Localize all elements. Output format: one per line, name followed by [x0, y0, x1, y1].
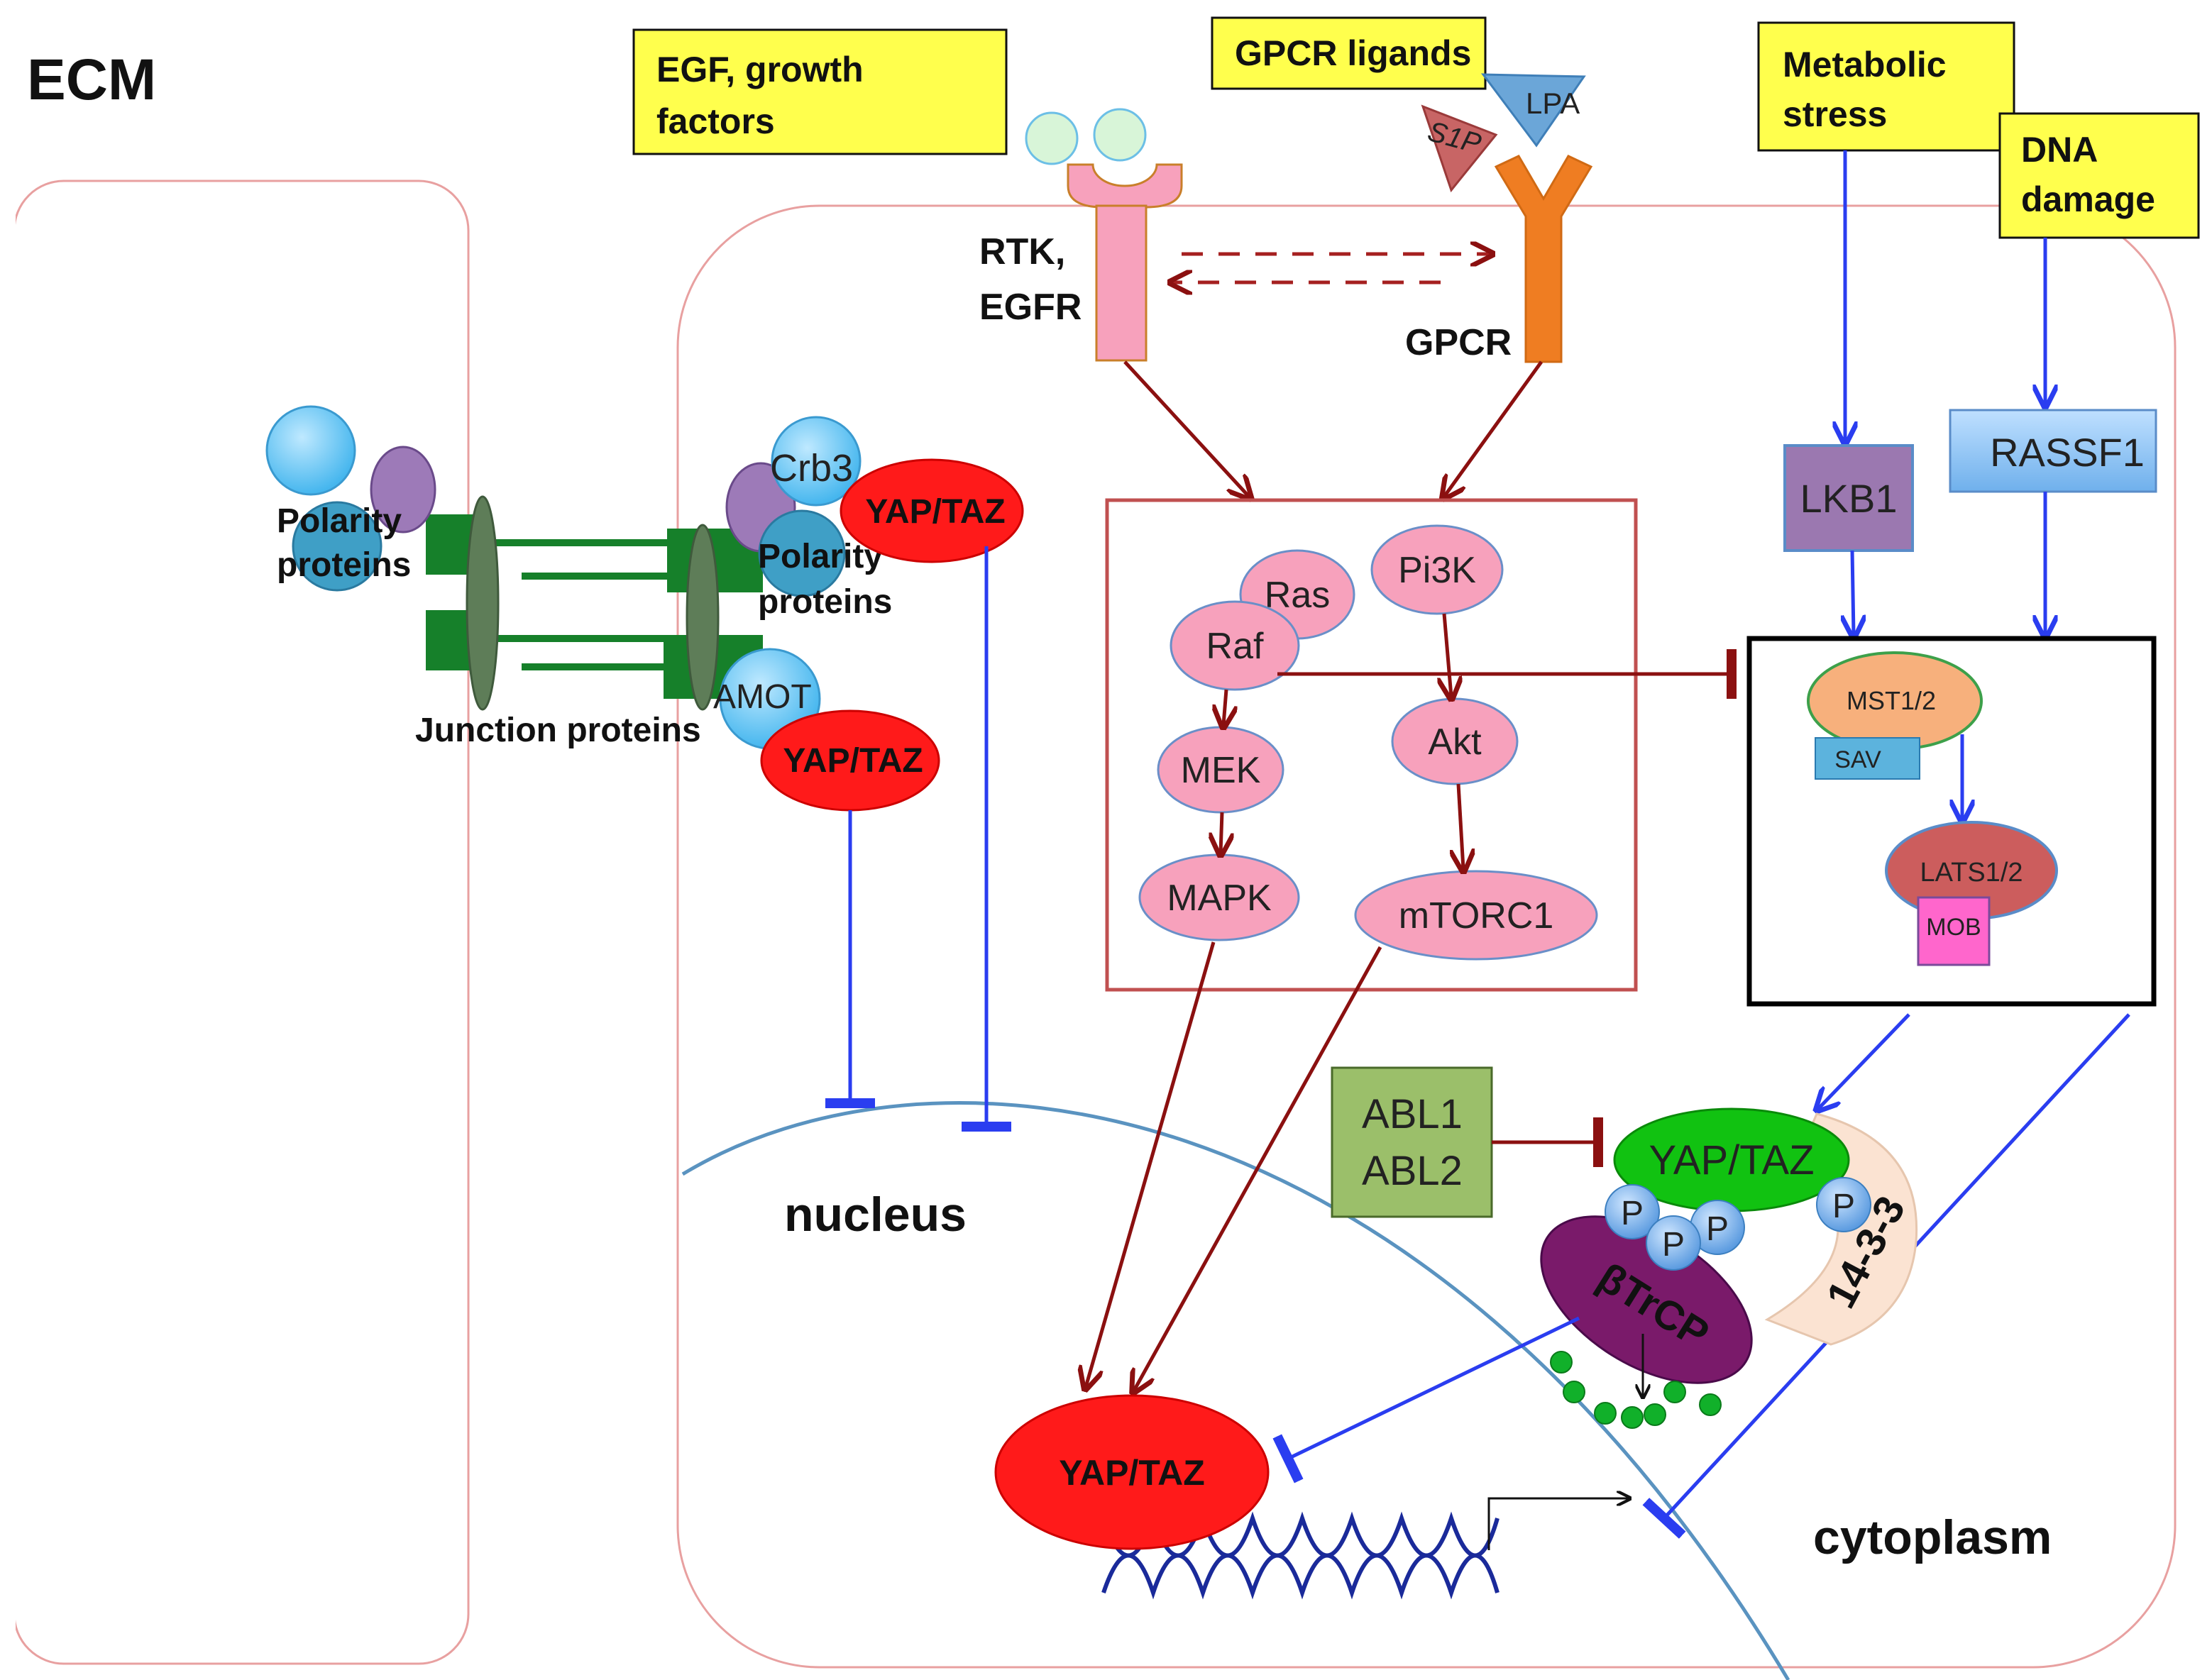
signaling-box [1105, 498, 1638, 992]
sav-label: SAV [1834, 746, 1881, 773]
ras-label: Ras [1265, 575, 1330, 616]
raf-to-mek-arrow [1223, 689, 1226, 725]
dna-damage-box: DNA damage [1998, 112, 2200, 239]
polarity-proteins-left [265, 405, 436, 592]
junction-complex [426, 495, 763, 711]
phosphate-label: P [1832, 1188, 1855, 1225]
phosphate [1646, 1215, 1701, 1271]
akt-label: Akt [1428, 722, 1482, 763]
polarity-right-line2: proteins [758, 583, 892, 621]
s1p-label: S1P [1424, 116, 1485, 160]
crb3-label: Crb3 [770, 447, 853, 490]
egf-label-line1: EGF, growth [656, 50, 864, 89]
degradation-fragments [1550, 1351, 1722, 1429]
cytoplasmic-yaptaz-label: YAP/TAZ [1649, 1137, 1814, 1183]
junctional-yaptaz-lower-label: YAP/TAZ [783, 742, 923, 780]
growth-factor-ligand [1025, 111, 1079, 165]
mek-label: MEK [1181, 750, 1261, 791]
abl1-label: ABL1 [1362, 1091, 1463, 1137]
cytoplasm-label: cytoplasm [1813, 1510, 2052, 1564]
mtorc1-node [1354, 870, 1598, 961]
pi3k-to-akt-arrow [1444, 613, 1451, 697]
lpa-label: LPA [1526, 87, 1580, 120]
phosphate [1816, 1177, 1871, 1232]
nucleus-label: nucleus [784, 1188, 967, 1242]
phosphate-label: P [1706, 1210, 1729, 1248]
rassf1-label: RASSF1 [1990, 430, 2145, 475]
raf-node [1170, 600, 1300, 691]
nuclear-envelope [681, 1101, 1790, 1680]
gpcr-ligands-label: GPCR ligands [1235, 33, 1471, 73]
mob-box [1917, 896, 1991, 966]
growth-factor-ligand [1093, 108, 1147, 162]
s1p-ligand [1421, 104, 1498, 193]
phosphate-label: P [1621, 1195, 1644, 1232]
lats-label: LATS1/2 [1920, 858, 2023, 888]
rtk-to-box-arrow [1123, 360, 1249, 497]
metabolic-stress-box: Metabolic stress [1757, 21, 2015, 152]
junctional-yaptaz-upper-label: YAP/TAZ [865, 493, 1005, 531]
rtk-receptor [1025, 108, 1183, 362]
pi3k-node [1370, 524, 1504, 615]
ecm-neighbor-cell [13, 179, 470, 1665]
hippo-to-yaptaz-arrow [1818, 1013, 1910, 1109]
mapk-to-yaptaz-arrow [1086, 941, 1216, 1387]
phosphate-label: P [1662, 1226, 1685, 1264]
egf-box: EGF, growth factors [632, 28, 1008, 155]
lpa-ligand [1480, 73, 1586, 148]
mst-label: MST1/2 [1847, 686, 1936, 715]
rtk-label-line2: EGFR [979, 287, 1082, 328]
rtk-label-line1: RTK, [979, 231, 1065, 272]
akt-to-mtorc1-arrow [1458, 783, 1463, 869]
mtorc1-to-yaptaz-arrow [1134, 946, 1382, 1391]
main-cell-membrane [676, 204, 2177, 1669]
phosphate [1605, 1184, 1660, 1239]
nuclear-yaptaz-label: YAP/TAZ [1059, 1453, 1205, 1493]
lkb1-to-hippo-arrow [1852, 550, 1854, 635]
pi3k-label: Pi3K [1398, 550, 1476, 591]
polarity-left-line1: Polarity [277, 502, 402, 540]
raf-label: Raf [1206, 626, 1264, 667]
transcription-arrow [1487, 1498, 1629, 1550]
lkb1-label: LKB1 [1800, 476, 1898, 521]
btrcp-inhibits-nuclear-yaptaz [1272, 1316, 1580, 1483]
gpcr-ligands-box: GPCR ligands [1211, 16, 1487, 90]
abl-box: ABL1 ABL2 [1331, 1066, 1493, 1218]
junction-proteins-label: Junction proteins [415, 712, 701, 749]
metabolic-label-line2: stress [1783, 94, 1887, 134]
rassf1-box: RASSF1 [1949, 409, 2157, 493]
mapk-label: MAPK [1167, 878, 1272, 919]
abl2-label: ABL2 [1362, 1148, 1463, 1194]
gpcr-receptor: S1P LPA [1421, 73, 1593, 363]
nuclear-yaptaz [994, 1394, 1270, 1550]
metabolic-label-line1: Metabolic [1783, 45, 1947, 84]
dna-label-line1: DNA [2021, 130, 2098, 170]
junctional-yaptaz-upper [840, 458, 1024, 563]
sav-box [1815, 737, 1920, 780]
lkb1-box: LKB1 [1783, 444, 1914, 552]
gpcr-to-box-arrow [1444, 360, 1544, 497]
dna-helix [1101, 1511, 1500, 1600]
ecm-label: ECM [27, 48, 156, 112]
mek-to-mapk-arrow [1221, 812, 1222, 853]
mob-label: MOB [1926, 914, 1981, 941]
egf-label-line2: factors [656, 101, 775, 141]
polarity-proteins-right [725, 416, 862, 597]
mtorc1-label: mTORC1 [1399, 895, 1554, 936]
polarity-left-line2: proteins [277, 546, 411, 584]
gpcr-label: GPCR [1405, 322, 1512, 363]
dna-label-line2: damage [2021, 179, 2155, 219]
amot-label: AMOT [713, 678, 812, 716]
